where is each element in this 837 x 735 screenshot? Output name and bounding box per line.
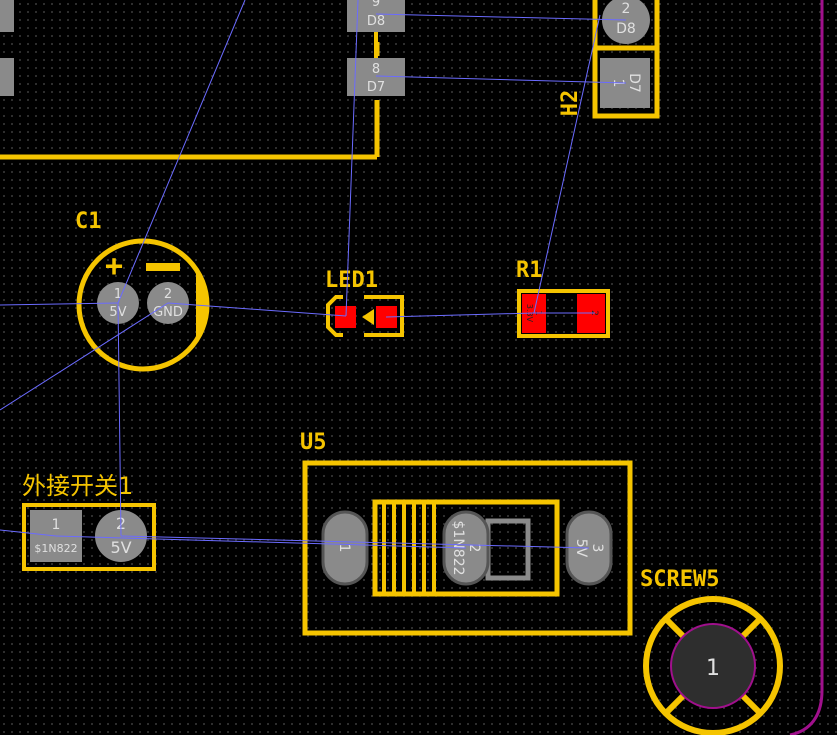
screw5-designator: SCREW5 <box>640 567 719 592</box>
pad-net-label: GND <box>153 305 183 320</box>
screw5-mounting-hole[interactable]: SCREW5 1 <box>640 567 783 735</box>
pad-net-label: D7 <box>626 73 642 93</box>
pad-net-label: D7 <box>367 80 385 95</box>
pad-number: 3 <box>589 544 605 553</box>
c1-capacitor[interactable]: C1 + 1 5V 2 GND <box>75 209 210 372</box>
board-outline <box>789 0 824 735</box>
switch1-designator: 外接开关1 <box>22 472 133 500</box>
r1-resistor[interactable]: R1 1 3.3V 2 <box>516 258 610 338</box>
external-switch-1[interactable]: 外接开关1 1 $1N822 2 5V <box>22 472 156 571</box>
c1-plus-marker: + <box>105 249 123 284</box>
c1-minus-marker <box>146 263 180 271</box>
pad-number: 1 <box>706 656 720 681</box>
u5-designator: U5 <box>300 430 327 455</box>
h2-connector[interactable]: 2 D8 D7 1 H2 <box>558 0 660 119</box>
u5-actuator-block <box>485 518 531 581</box>
c1-designator: C1 <box>75 209 102 234</box>
u5-switch[interactable]: U5 1 2 $1N822 3 5V <box>300 430 633 636</box>
r1-designator: R1 <box>516 258 543 283</box>
pad-number: 8 <box>372 62 380 77</box>
pad-number: 2 <box>622 1 631 17</box>
h2-pad-2[interactable] <box>602 0 650 44</box>
h2-designator: H2 <box>558 90 583 117</box>
led1-polarity-icon <box>362 309 374 325</box>
pad-number: 2 <box>164 287 172 302</box>
screw5-pad[interactable] <box>670 623 756 709</box>
led1[interactable]: LED1 <box>325 268 404 337</box>
edge-pad-top[interactable] <box>0 0 14 32</box>
header-pad-9[interactable]: 9 D8 <box>347 0 405 32</box>
edge-pad-mid[interactable] <box>0 58 14 96</box>
led1-designator: LED1 <box>325 268 378 293</box>
pad-number: 1 <box>336 544 352 553</box>
ratsnest <box>0 0 627 549</box>
pad-number: 1 <box>114 287 122 302</box>
pad-number: 9 <box>372 0 380 10</box>
u5-actuator-lines <box>382 502 436 594</box>
pad-net-label: D8 <box>616 21 636 37</box>
pad-net-label: $1N822 <box>34 542 77 555</box>
pad-net-label: 5V <box>110 538 131 557</box>
led1-pad-1[interactable] <box>335 306 356 328</box>
pad-net-label: D8 <box>367 14 385 29</box>
pad-number: 2 <box>466 544 482 553</box>
pad-number: 1 <box>52 517 61 533</box>
left-header-outline <box>0 42 380 160</box>
u5-pad-1[interactable] <box>321 510 369 586</box>
